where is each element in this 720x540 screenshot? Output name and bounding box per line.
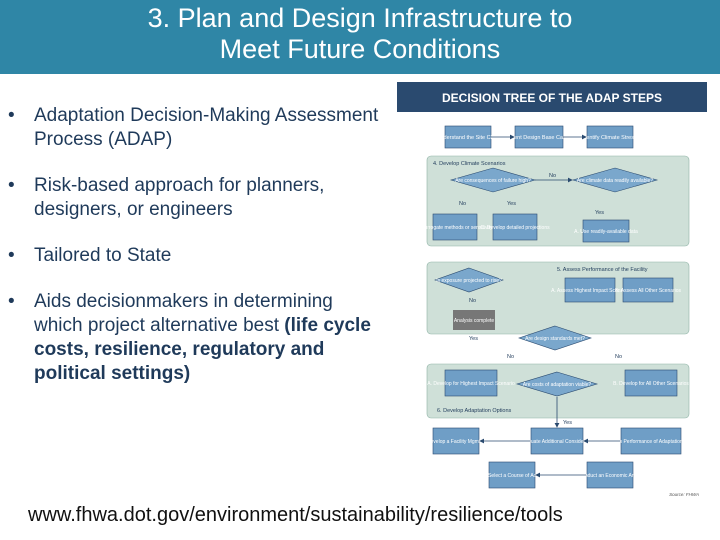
step-4b-box bbox=[432, 213, 478, 241]
step-7-label: 7. Assess Performance of Adaptation Opti… bbox=[601, 439, 702, 445]
step-7-box bbox=[620, 427, 682, 455]
step-11-box bbox=[432, 427, 480, 455]
decision-climate-label: Are climate data readily available? bbox=[577, 178, 653, 184]
decision-failure-label: Are consequences of failure high? bbox=[455, 178, 531, 184]
bullet-dot: • bbox=[8, 291, 15, 312]
diagram-header-bg bbox=[397, 82, 707, 112]
step-5a-box bbox=[564, 277, 616, 303]
step-6b-box bbox=[624, 369, 678, 397]
step-4b-label: B. Use surrogate methods or sensitivity … bbox=[406, 225, 505, 231]
step-6a-label: A. Develop for Highest Impact Scenario bbox=[427, 381, 515, 387]
slide-title-line-1: 3. Plan and Design Infrastructure to bbox=[147, 3, 573, 33]
step-2-label: 2. Document Design Base Case Facility bbox=[491, 135, 588, 141]
bullet-text: Adaptation Decision-Making Assessment Pr… bbox=[34, 105, 379, 150]
decision-standards-diamond bbox=[518, 325, 592, 351]
bullet-dot: • bbox=[8, 105, 15, 126]
label-yes: Yes bbox=[563, 420, 572, 426]
bullet-item: • Risk-based approach for planners, desi… bbox=[8, 174, 380, 222]
bullet-item: • Aids decisionmakers in determining whi… bbox=[8, 290, 380, 386]
bullet-dot: • bbox=[8, 245, 15, 266]
bullet-item: • Tailored to State bbox=[8, 244, 380, 268]
bullet-text-bold: (life cycle costs, resilience, regulator… bbox=[34, 315, 371, 384]
step-5-label: 5. Assess Performance of the Facility bbox=[557, 267, 648, 273]
label-yes: Yes bbox=[469, 336, 478, 342]
decision-failure-diamond bbox=[449, 167, 537, 193]
step-3-box bbox=[586, 125, 634, 149]
diagram-source: Source: FHWA bbox=[669, 492, 699, 497]
step-6b-label: B. Develop for All Other Scenarios bbox=[613, 381, 689, 387]
slide-title-bar: 3. Plan and Design Infrastructure to Mee… bbox=[0, 0, 720, 74]
label-no: No bbox=[469, 298, 476, 304]
label-no: No bbox=[459, 201, 466, 207]
step-4c-box bbox=[492, 213, 538, 241]
decision-exposure-diamond bbox=[434, 267, 504, 293]
slide-title-line-2: Meet Future Conditions bbox=[219, 34, 501, 64]
step-3-label: 3. Identify Climate Stressors bbox=[576, 135, 645, 141]
step-4-label: 4. Develop Climate Scenarios bbox=[433, 161, 506, 167]
step-9-box bbox=[530, 427, 584, 455]
decision-tree-svg: DECISION TREE OF THE ADAP STEPS 1. Under… bbox=[397, 82, 707, 500]
step-10-label: 10. Select a Course of Action bbox=[480, 473, 545, 479]
step-8-box bbox=[586, 461, 634, 489]
step-9-label: 9. Evaluate Additional Considerations bbox=[516, 439, 599, 445]
footer-url: www.fhwa.dot.gov/environment/sustainabil… bbox=[28, 504, 563, 526]
step-5a-label: A. Assess Highest Impact Scenario bbox=[551, 288, 629, 294]
bullet-list: • Adaptation Decision-Making Assessment … bbox=[8, 104, 380, 408]
decision-costs-diamond bbox=[515, 371, 599, 397]
step-10-box bbox=[488, 461, 536, 489]
step-11-label: 11. Develop a Facility Mgmt. Plan bbox=[419, 439, 493, 445]
step-6-label: 6. Develop Adaptation Options bbox=[437, 408, 512, 414]
analysis-complete-box bbox=[453, 310, 495, 330]
adap-decision-tree-figure: DECISION TREE OF THE ADAP STEPS 1. Under… bbox=[397, 82, 707, 500]
bullet-text: Tailored to State bbox=[34, 245, 172, 266]
decision-climate-diamond bbox=[571, 167, 659, 193]
bullet-text: Risk-based approach for planners, design… bbox=[34, 175, 325, 220]
bullet-text: Aids decisionmakers in determining which… bbox=[34, 291, 333, 336]
step-6a-box bbox=[444, 369, 498, 397]
diagram-header: DECISION TREE OF THE ADAP STEPS bbox=[442, 91, 662, 105]
step-4c-label: C. Develop detailed projections bbox=[480, 225, 550, 231]
label-no: No bbox=[549, 173, 556, 179]
step-5b-label: B. Assess All Other Scenarios bbox=[615, 288, 682, 294]
decision-costs-label: Are costs of adaptation viable? bbox=[523, 382, 592, 388]
label-yes: Yes bbox=[507, 201, 516, 207]
bullet-item: • Adaptation Decision-Making Assessment … bbox=[8, 104, 380, 152]
analysis-complete-label: Analysis complete bbox=[454, 318, 495, 324]
decision-exposure-label: Is exposure projected to rise? bbox=[436, 278, 502, 284]
step-4a-box bbox=[582, 219, 630, 243]
step-4a-label: A. Use readily-available data bbox=[574, 229, 638, 235]
label-yes: Yes bbox=[595, 210, 604, 216]
label-no: No bbox=[507, 354, 514, 360]
label-no: No bbox=[615, 354, 622, 360]
decision-standards-label: Are design standards met? bbox=[525, 336, 585, 342]
step-8-label: 8. Conduct an Economic Analysis bbox=[573, 473, 648, 479]
step-5b-box bbox=[622, 277, 674, 303]
step-1-label: 1. Understand the Site Context bbox=[430, 135, 506, 141]
bullet-dot: • bbox=[8, 175, 15, 196]
